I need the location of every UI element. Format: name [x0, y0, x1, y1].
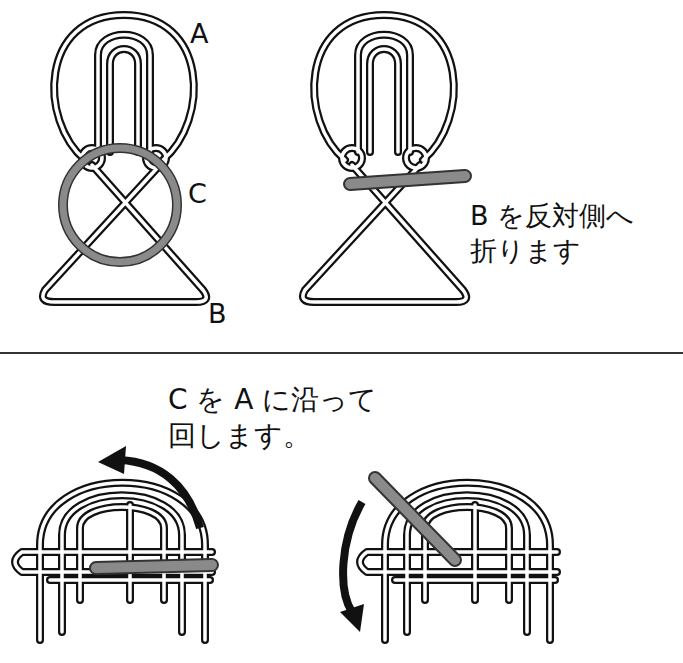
- part-label: A: [190, 16, 208, 51]
- instruction-note: C を A に沿って 回します。: [168, 382, 418, 455]
- part-label: B: [208, 296, 227, 331]
- instruction-note: B を反対側へ 折ります: [470, 198, 675, 268]
- part-label: C: [188, 176, 207, 211]
